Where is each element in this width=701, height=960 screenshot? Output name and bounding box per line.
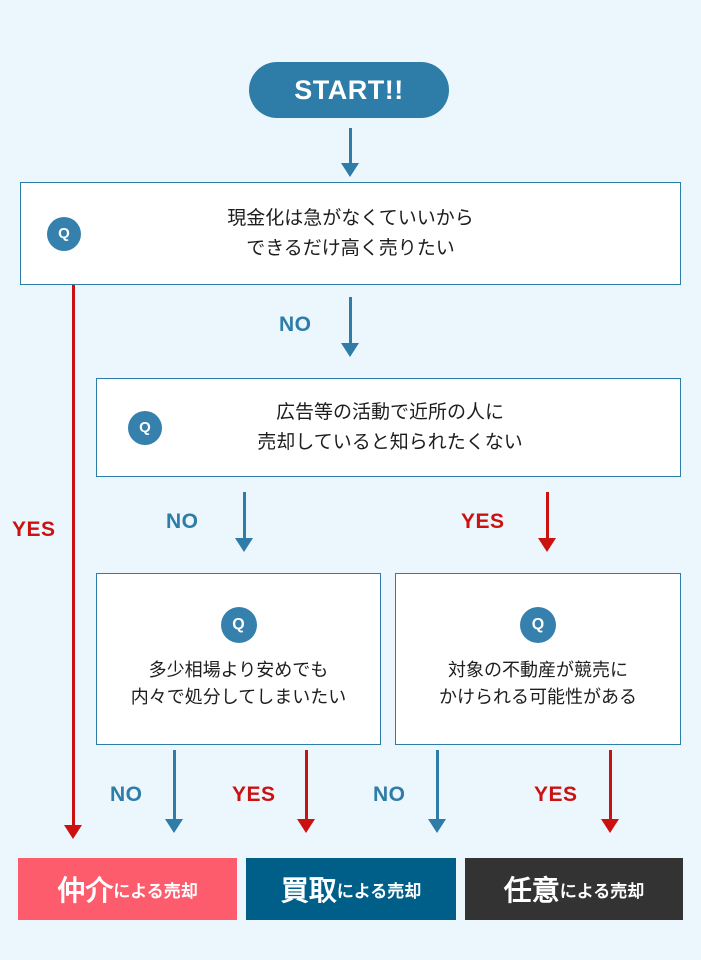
- arrow-head-icon: [235, 538, 253, 552]
- connector-line: [305, 750, 308, 820]
- connector-line: [436, 750, 439, 820]
- result-suffix-label: による売却: [336, 881, 422, 901]
- edge-label-q2-no: NO: [166, 510, 199, 533]
- arrow-head-icon: [601, 819, 619, 833]
- question-text-4: 対象の不動産が競売に かけられる可能性がある: [439, 660, 637, 707]
- arrow-head-icon: [428, 819, 446, 833]
- question-badge-icon: Q: [520, 607, 556, 643]
- result-box-kaitori[interactable]: 買取 による売却: [246, 858, 456, 920]
- connector-line: [609, 750, 612, 820]
- question-text-3: 多少相場より安めでも 内々で処分してしまいたい: [130, 660, 347, 707]
- question-text-2: 広告等の活動で近所の人に 売却していると知られたくない: [257, 402, 523, 453]
- arrow-head-icon: [297, 819, 315, 833]
- result-main-label: 仲介: [57, 875, 114, 906]
- arrow-head-icon: [341, 343, 359, 357]
- arrow-head-icon: [64, 825, 82, 839]
- edge-label-q2-yes: YES: [461, 510, 505, 533]
- arrow-head-icon: [165, 819, 183, 833]
- question-box-4[interactable]: Q 対象の不動産が競売に かけられる可能性がある: [395, 573, 681, 745]
- result-suffix-label: による売却: [559, 881, 645, 901]
- question-badge-icon: Q: [47, 216, 81, 251]
- result-main-label: 任意: [503, 875, 560, 906]
- edge-label-q3-yes: YES: [232, 783, 276, 806]
- question-box-2[interactable]: Q 広告等の活動で近所の人に 売却していると知られたくない: [96, 378, 681, 477]
- edge-label-q4-no: NO: [373, 783, 406, 806]
- connector-line: [546, 492, 549, 539]
- start-node: START!!: [249, 62, 449, 118]
- edge-label-q1-yes: YES: [12, 518, 56, 541]
- arrow-head-icon: [538, 538, 556, 552]
- connector-line: [349, 297, 352, 344]
- result-suffix-label: による売却: [113, 881, 198, 901]
- edge-label-q3-no: NO: [110, 783, 143, 806]
- connector-line: [173, 750, 176, 820]
- start-label: START!!: [294, 74, 404, 105]
- question-text-1: 現金化は急がなくていいから できるだけ高く売りたい: [227, 208, 474, 259]
- question-box-1[interactable]: Q 現金化は急がなくていいから できるだけ高く売りたい: [20, 182, 681, 285]
- connector-line: [349, 128, 352, 164]
- arrow-head-icon: [341, 163, 359, 177]
- result-main-label: 買取: [280, 875, 337, 906]
- question-box-3[interactable]: Q 多少相場より安めでも 内々で処分してしまいたい: [96, 573, 381, 745]
- result-box-chukai[interactable]: 仲介 による売却: [18, 858, 237, 920]
- question-badge-icon: Q: [220, 607, 257, 643]
- result-box-nini[interactable]: 任意 による売却: [465, 858, 683, 920]
- connector-line: [243, 492, 246, 539]
- edge-label-q1-no: NO: [279, 313, 312, 336]
- connector-line: [72, 285, 75, 833]
- question-badge-icon: Q: [128, 410, 162, 445]
- edge-label-q4-yes: YES: [534, 783, 578, 806]
